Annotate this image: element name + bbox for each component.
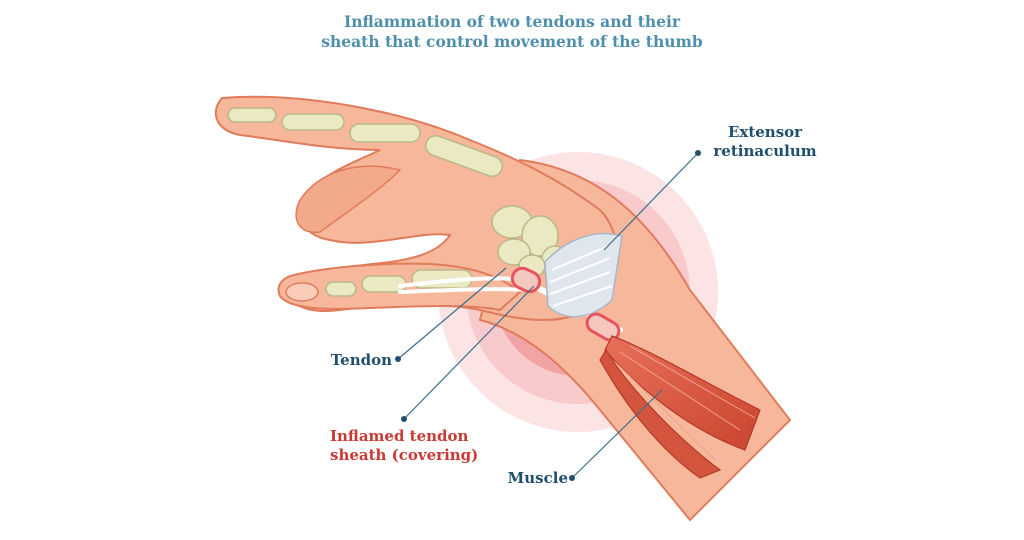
thumbnail xyxy=(285,282,319,302)
muscle-label: Muscle xyxy=(507,469,568,487)
inflamed-label-line-2: sheath (covering) xyxy=(330,446,479,464)
tendon-label: Tendon xyxy=(330,351,392,369)
diagram-title: Inflammation of two tendons and their sh… xyxy=(262,12,762,52)
extensor-label-line-1: Extensor xyxy=(727,123,803,141)
leader-lines xyxy=(397,152,699,479)
inflamed-sheath xyxy=(510,266,621,342)
extensor-retinaculum xyxy=(544,232,623,318)
muscle-bundle xyxy=(599,335,761,479)
title-line-2: sheath that control movement of the thum… xyxy=(321,32,703,51)
index-finger-bones xyxy=(227,107,503,178)
extensor-label-line-2: retinaculum xyxy=(713,142,817,160)
leader-dots xyxy=(395,150,701,481)
inflamed-sheath-label: Inflamed tendon sheath (covering) xyxy=(330,427,480,465)
inflamed-label-line-1: Inflamed tendon xyxy=(330,427,469,445)
folded-fingers xyxy=(295,165,402,234)
extensor-retinaculum-label: Extensor retinaculum xyxy=(700,123,830,161)
title-line-1: Inflammation of two tendons and their xyxy=(343,12,681,31)
